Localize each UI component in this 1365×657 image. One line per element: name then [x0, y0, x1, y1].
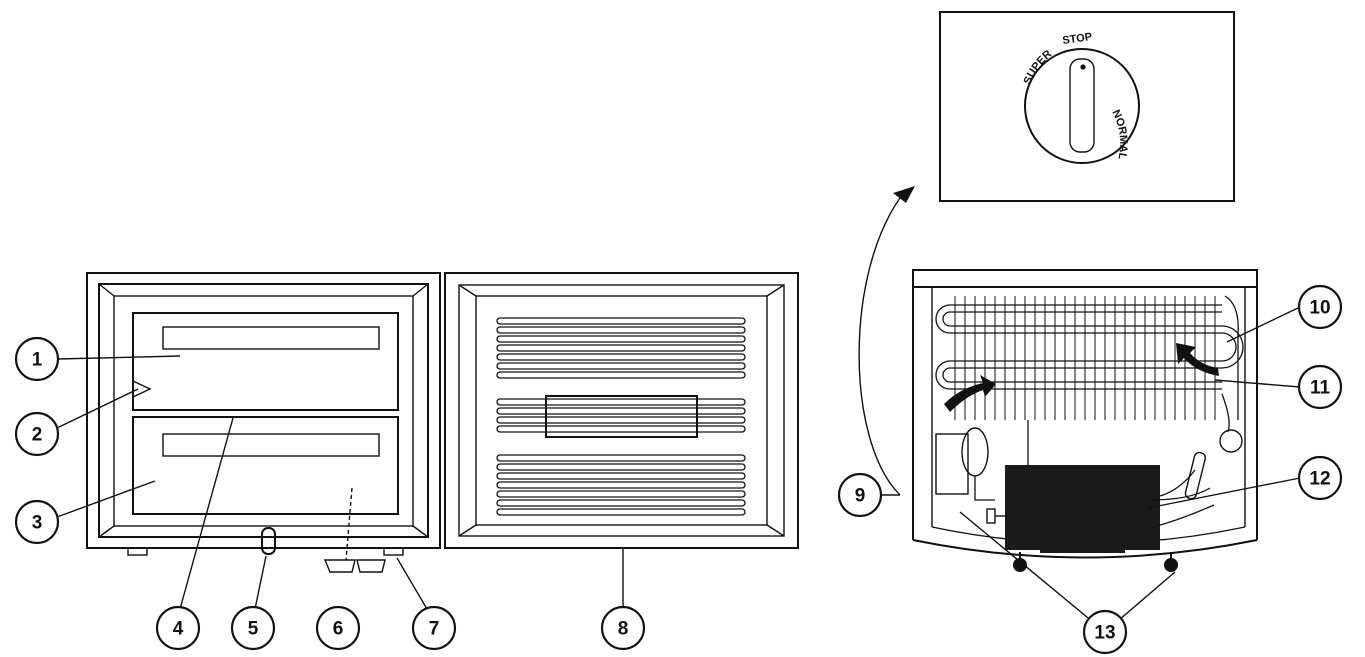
callout-11-label: 11 [1310, 378, 1331, 399]
callout-4: 4 [155, 605, 201, 651]
lid-rib [496, 490, 746, 498]
upper-basket-handle [162, 326, 380, 350]
callout-3-label: 3 [32, 513, 43, 534]
front-foot-right [383, 547, 404, 556]
ice-tray [323, 559, 386, 573]
thermostat-inset: SUPER STOP NORMAL [939, 11, 1235, 202]
callout-12: 12 [1297, 455, 1343, 501]
callout-7: 7 [411, 605, 457, 651]
callout-10: 10 [1297, 284, 1343, 330]
lid-rib [496, 472, 746, 480]
callout-9-label: 9 [855, 486, 866, 507]
lid-rib [496, 499, 746, 507]
callout-7-label: 7 [429, 619, 440, 640]
lower-basket [132, 416, 399, 515]
callout-9: 9 [837, 472, 883, 518]
callout-3: 3 [14, 499, 60, 545]
dial-label-normal: NORMAL [1109, 108, 1129, 161]
lid-rib [496, 508, 746, 516]
capillary-loop [1219, 429, 1243, 453]
lid-rib [496, 463, 746, 471]
lid-label-plate [545, 395, 698, 438]
callout-10-label: 10 [1309, 298, 1330, 319]
callout-5: 5 [230, 605, 276, 651]
callout-2: 2 [14, 411, 60, 457]
thermostat-bulb [1184, 451, 1207, 500]
lid-rib [496, 407, 746, 415]
filter-drier [935, 427, 995, 501]
lid-rib [496, 454, 746, 462]
condenser-wires [954, 296, 1216, 420]
lid-rib [496, 335, 746, 343]
callout-6: 6 [315, 605, 361, 651]
lid-rib [496, 425, 746, 433]
lid-rib [496, 362, 746, 370]
callout-6-label: 6 [333, 619, 344, 640]
callout-13-label: 13 [1094, 623, 1115, 644]
knob-indicator-dot [1080, 64, 1086, 70]
callout-1-label: 1 [32, 350, 43, 371]
condenser-coil [935, 295, 1244, 470]
dial-label-stop: STOP [1062, 31, 1093, 47]
pointer-arrow-to-thermostat [858, 186, 915, 496]
lid-rib [496, 344, 746, 352]
leader-lines [56, 306, 1301, 633]
lower-basket-handle [162, 433, 380, 457]
lid-rib [496, 317, 746, 325]
callout-5-label: 5 [248, 619, 259, 640]
callout-12-label: 12 [1309, 469, 1330, 490]
callout-8: 8 [600, 605, 646, 651]
dial-label-super: SUPER [1022, 48, 1055, 86]
callout-8-label: 8 [618, 619, 629, 640]
callout-2-label: 2 [32, 425, 43, 446]
upper-basket [132, 312, 399, 411]
callout-13: 13 [1082, 609, 1128, 655]
freezer-front-view [86, 272, 441, 573]
lid-rib [496, 326, 746, 334]
lid-rib [496, 353, 746, 361]
lid-ribs [496, 317, 746, 516]
callout-11: 11 [1297, 364, 1343, 410]
callout-1: 1 [14, 336, 60, 382]
basket-stop-tab [132, 380, 152, 398]
thermostat-knob [1024, 48, 1140, 164]
relay-connector [986, 508, 996, 524]
castor-wheels [1013, 552, 1178, 572]
callout-4-label: 4 [173, 619, 184, 640]
knob-grip [1069, 58, 1095, 153]
airflow-arrows [944, 343, 1219, 412]
lid-rib [496, 398, 746, 406]
lid-rib [496, 416, 746, 424]
freezer-rear-view [912, 269, 1258, 572]
front-foot-left [127, 547, 148, 556]
freezer-lid-view [444, 272, 799, 549]
lid-rib [496, 481, 746, 489]
lid-rib [496, 371, 746, 379]
drain-plug [261, 527, 276, 555]
